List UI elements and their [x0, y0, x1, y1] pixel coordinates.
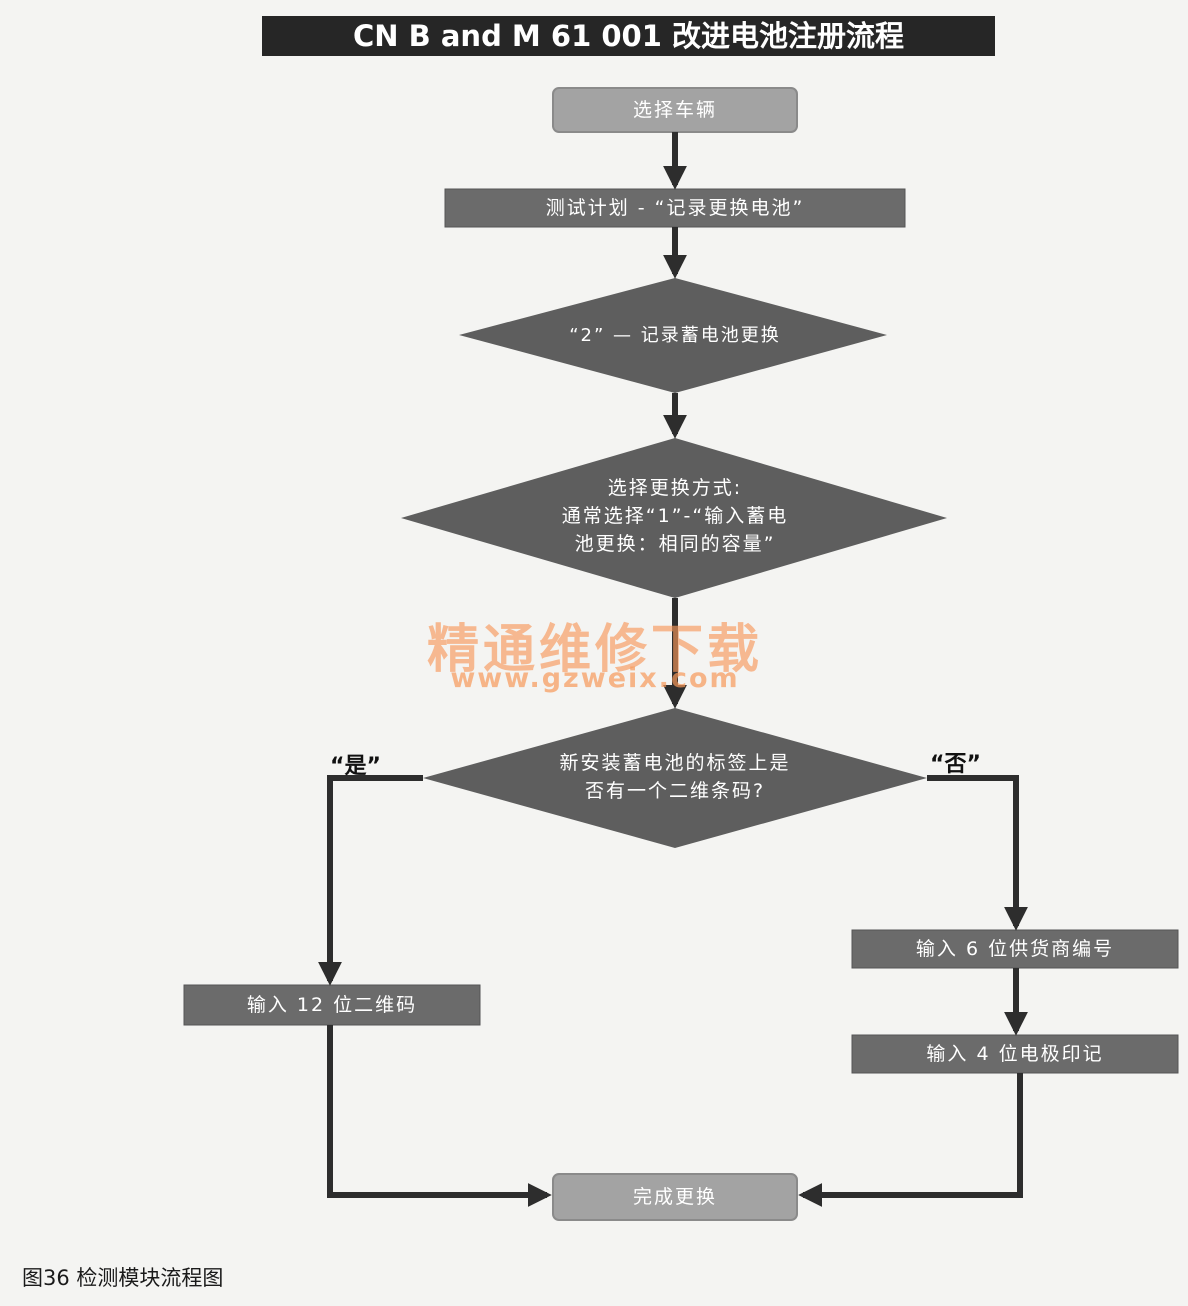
no-branch-label: “否”: [930, 752, 981, 777]
figure-caption: 图36 检测模块流程图: [22, 1266, 224, 1290]
arrow-no-branch: [927, 775, 1028, 931]
watermark-brand: 精通维修下载: [426, 620, 763, 680]
diagram-title: CN B and M 61 001 改进电池注册流程: [262, 16, 995, 56]
finish-box: [552, 1173, 798, 1221]
arrow-qr-to-finish: [327, 1025, 552, 1207]
watermark-url: www.gzweix.com: [450, 663, 740, 694]
qr-question-diamond: [423, 708, 927, 848]
qr-question-label: 新安装蓄电池的标签上是 否有一个二维条码?: [480, 749, 870, 805]
option-2-label: “2” — 记录蓄电池更换: [569, 324, 781, 346]
choose-method-diamond: [401, 438, 947, 598]
choose-method-label: 选择更换方式: 通常选择“1”-“输入蓄电 池更换：相同的容量”: [470, 474, 880, 558]
test-plan-box: [444, 188, 906, 228]
enter-supplier-label: 输入 6 位供货商编号: [915, 937, 1115, 960]
enter-electrode-box: [851, 1034, 1179, 1074]
select-vehicle-label: 选择车辆: [632, 98, 717, 121]
choose-method-line-2: 通常选择“1”-“输入蓄电: [561, 504, 789, 527]
option-2-diamond: [459, 278, 887, 393]
yes-branch-label: “是”: [330, 754, 381, 779]
qr-question-line-2: 否有一个二维条码?: [584, 779, 766, 802]
finish-label: 完成更换: [632, 1185, 717, 1208]
enter-qr-box: [183, 984, 481, 1026]
arrow-yes-branch: [318, 775, 423, 986]
test-plan-label: 测试计划 - “记录更换电池”: [545, 196, 805, 219]
enter-supplier-box: [851, 929, 1179, 969]
choose-method-line-3: 池更换：相同的容量”: [574, 532, 776, 555]
enter-electrode-label: 输入 4 位电极印记: [926, 1042, 1104, 1065]
enter-qr-label: 输入 12 位二维码: [246, 993, 418, 1016]
arrow-electrode-to-finish: [798, 1073, 1023, 1207]
choose-method-line-1: 选择更换方式:: [607, 476, 743, 499]
qr-question-line-1: 新安装蓄电池的标签上是: [559, 751, 791, 774]
